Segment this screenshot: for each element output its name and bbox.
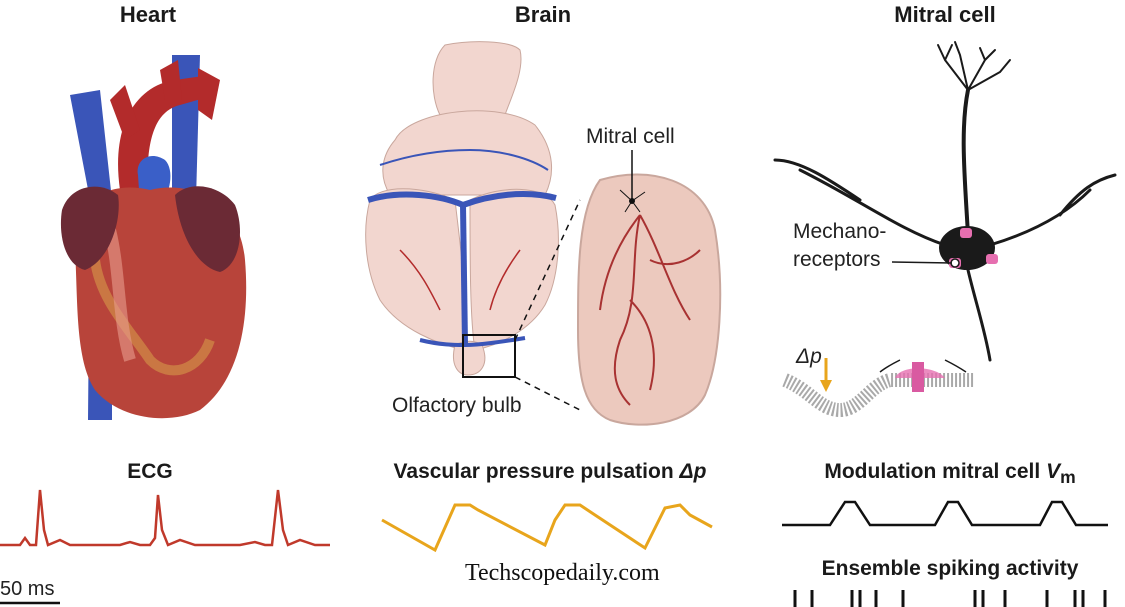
olfactory-bulbs [453,340,486,376]
ecg-trace [0,489,330,547]
heart-title: Heart [119,2,177,27]
brain-vessel-sagittal [460,204,468,346]
vm-title-text: Modulation mitral cell [824,460,1047,483]
left-atrium [60,186,119,270]
heart-fat [90,259,215,376]
mitral-title: Mitral cell [894,2,996,27]
pressure-title-symbol: Δp [679,460,707,483]
pressure-title: Vascular pressure pulsation Δp [370,460,730,484]
channel-pore [912,362,924,392]
bulb-cross-section [576,173,722,426]
vm-title: Modulation mitral cell Vm [800,460,1100,488]
right-hemisphere [469,188,559,351]
receptor-marker [950,258,960,268]
mechanoreceptor-label-2: receptors [793,248,881,271]
lateral-dendrite-left [773,158,947,247]
pressure-arrow [820,380,832,392]
vm-trace [782,500,1108,527]
lateral-dendrite-right [988,173,1117,247]
axon [966,268,992,362]
olfactory-bulb-label: Olfactory bulb [392,394,522,417]
delta-p-label: Δp [796,345,822,368]
mitral-cell-callout-label: Mitral cell [586,125,675,148]
spike-title: Ensemble spiking activity [821,557,1079,580]
mechanoreceptor-label-1: Mechano- [793,220,887,243]
aorta-branch-3 [110,85,140,140]
brain-vessel-fine [379,148,549,171]
receptor-1 [960,228,972,238]
right-atrium [175,186,240,272]
mitral-cell-illustration [773,41,1117,362]
receptors [891,228,998,268]
watermark-text: Techscopedaily.com [465,560,660,586]
zoom-line-top [514,199,581,341]
pressure-title-text: Vascular pressure pulsation [393,460,680,483]
lipid-membrane [782,373,975,418]
brain-illustration [365,41,722,426]
brain-title: Brain [514,2,572,27]
aorta-branch-1 [160,60,182,100]
pressure-trace [381,503,713,553]
scale-bar-label: 50 ms [0,578,55,600]
vm-title-sub: m [1060,467,1076,488]
ecg-title: ECG [127,460,173,483]
bulb-vessels [599,214,701,406]
membrane-illustration [782,358,975,418]
brain-vessel-lower [419,336,526,348]
aorta-branch-2 [198,68,220,120]
apical-dendrite [961,88,970,237]
zoom-box [462,334,516,378]
receptor-2 [986,254,998,264]
cerebellum [382,110,553,196]
heart-illustration [60,55,247,420]
brain-stem [432,41,522,116]
vm-title-v: V [1046,460,1061,483]
dendritic-tuft [937,41,1011,91]
receptor-callout-line [891,261,953,264]
heart-highlight [104,228,136,362]
zoom-line-bottom [514,376,581,411]
spike-raster [793,590,1107,607]
